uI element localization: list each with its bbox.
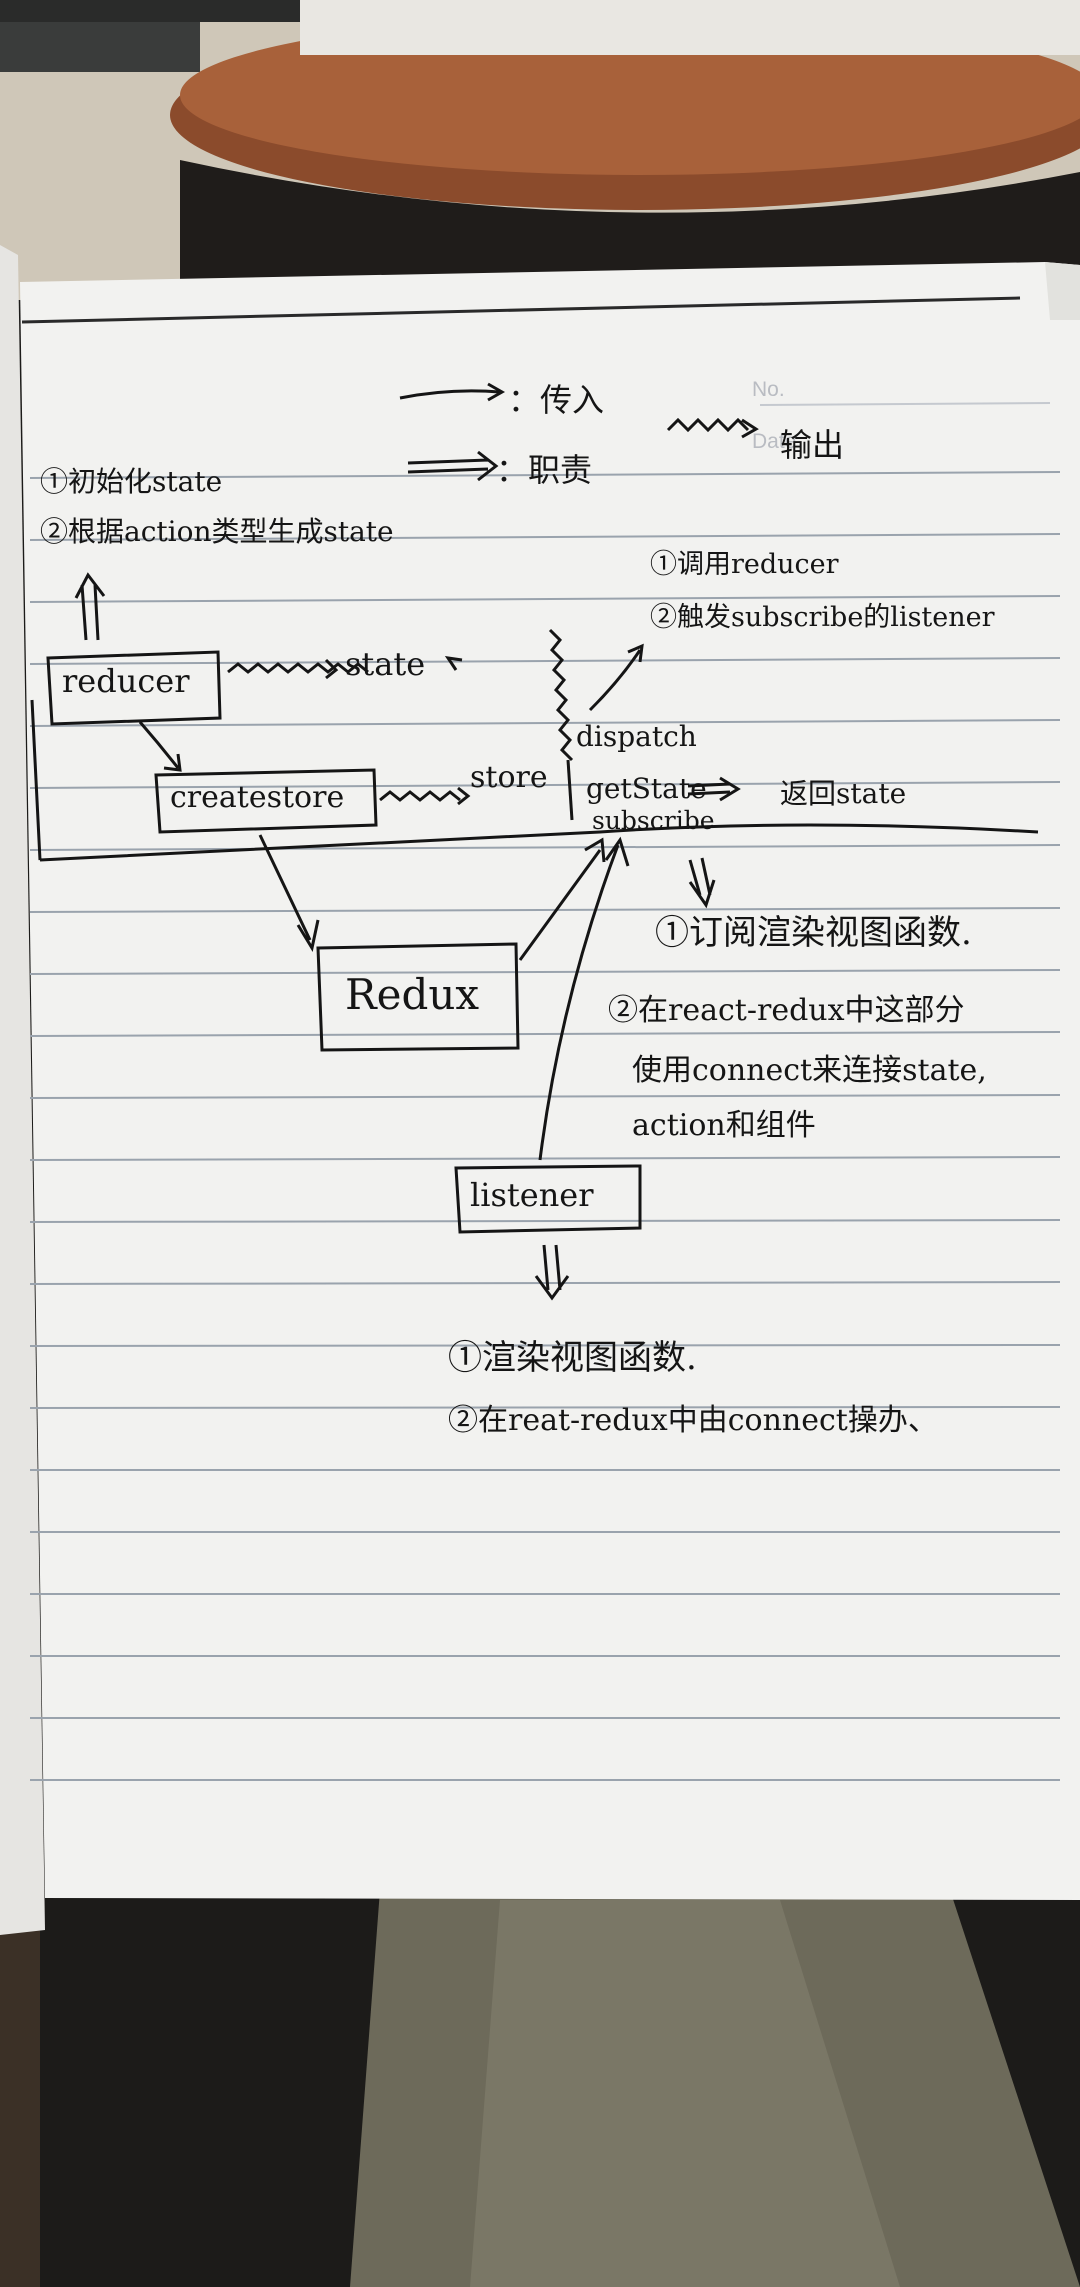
getstate-return-arrow-icon (687, 776, 741, 802)
fabric-highlight (470, 1900, 900, 2287)
subscribe-note-2: ②在react-redux中这部分 (608, 993, 965, 1028)
createstore-to-redux-arrow-icon (258, 834, 320, 952)
getstate-label: getState (586, 772, 707, 805)
ruled-line (29, 595, 1061, 603)
ruled-line (29, 1156, 1061, 1161)
ruled-line (29, 1281, 1061, 1285)
legend-duty: ：职责 (496, 451, 593, 489)
dispatch-up-arrow-icon (588, 643, 644, 712)
paper-corner (1045, 262, 1080, 320)
ruled-line (29, 657, 1061, 665)
reducer-box-label: reducer (62, 662, 190, 700)
return-state-label: 返回state (780, 777, 907, 810)
dispatch-note-2: ②触发subscribe的listener (650, 602, 995, 633)
pass-in-arrow-icon (399, 389, 501, 400)
section-base-line (30, 699, 1039, 862)
diagram-arrows (30, 572, 1039, 1301)
reducer-state-wavy-arrow-icon (227, 658, 369, 680)
printed-no-label: No. (752, 378, 785, 401)
printed-date-label: Date (752, 430, 797, 453)
ruled-line (29, 781, 1061, 789)
subscribe-note-1: ①订阅渲染视图函数. (655, 913, 972, 953)
wooden-table-top (180, 15, 1080, 175)
reducer-box (46, 650, 222, 726)
redux-box (316, 942, 520, 1052)
reducer-to-createstore-arrow-icon (138, 721, 182, 772)
createstore-store-wavy-arrow-icon (379, 786, 471, 806)
ruled-line (29, 1031, 1061, 1037)
dispatch-label: dispatch (576, 720, 697, 753)
ruled-line (29, 1344, 1061, 1347)
listener-note-1: ①渲染视图函数. (448, 1338, 697, 1378)
reducer-note-1: ①初始化state (40, 465, 223, 498)
subscribe-label: subscribe (592, 806, 715, 835)
listener-note-2: ②在reat-redux中由connect操办、 (448, 1403, 938, 1438)
book-on-table (300, 0, 1080, 55)
subscribe-note-4: action和组件 (632, 1108, 816, 1143)
diagram-boxes (46, 650, 642, 1234)
ruled-line (29, 844, 1061, 851)
subscribe-duty-arrow-icon (688, 857, 716, 909)
legend-arrows (399, 382, 759, 482)
redux-box-label: Redux (345, 970, 480, 1019)
reducer-note-2: ②根据action类型生成state (40, 515, 394, 548)
dispatch-line (566, 759, 574, 821)
ruled-line (29, 1094, 1061, 1099)
ruled-line (29, 533, 1061, 541)
duty-double-arrow-icon (407, 450, 499, 482)
store-label: store (470, 760, 548, 795)
listener-box-label: listener (470, 1176, 594, 1214)
createstore-box-label: createstore (170, 780, 345, 815)
output-wavy-arrow-icon (666, 417, 759, 439)
state-label: state (345, 645, 426, 683)
legend-output: 输出 (780, 426, 845, 464)
ruled-line (29, 719, 1061, 727)
shelf-edge (0, 22, 200, 72)
ruled-line (29, 1406, 1061, 1409)
ruled-line (29, 907, 1061, 913)
date-rule (759, 402, 1051, 406)
pass-in-arrowhead-icon (487, 382, 506, 402)
table-shadow (180, 160, 1080, 280)
top-rule (21, 296, 1021, 324)
getstate-wavy-arrow-icon (444, 628, 574, 762)
dispatch-note-1: ①调用reducer (650, 549, 839, 580)
createstore-box (154, 768, 378, 834)
ruled-line (29, 969, 1061, 975)
ruled-lines (29, 471, 1061, 1781)
subscribe-note-3: 使用connect来连接state, (632, 1053, 987, 1088)
ruled-line (29, 471, 1061, 479)
listener-to-subscribe-arrow-icon (538, 836, 630, 1161)
reducer-duty-arrow-icon (74, 572, 106, 641)
listener-box (454, 1164, 642, 1234)
left-page-edge (0, 245, 45, 1935)
legend-pass-in: ：传入 (508, 381, 605, 419)
redux-to-subscribe-arrow-icon (518, 837, 606, 961)
ruled-line (29, 1219, 1061, 1223)
finger (0, 1900, 40, 2287)
listener-duty-arrow-icon (534, 1244, 570, 1301)
